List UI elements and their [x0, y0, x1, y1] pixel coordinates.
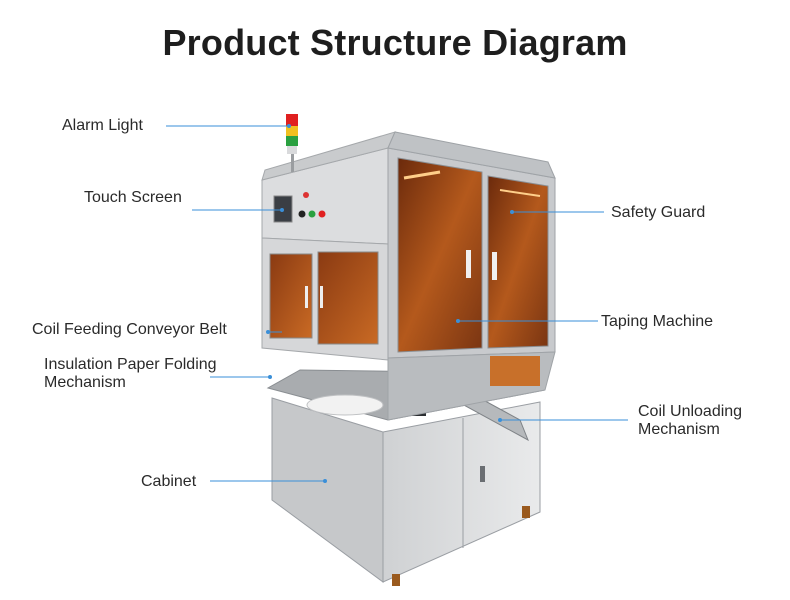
label-touch-screen: Touch Screen — [84, 189, 182, 206]
label-coil-unloading: Coil Unloading Mechanism — [638, 403, 742, 439]
label-insulation-line2: Mechanism — [44, 374, 126, 391]
label-coil-feeding: Coil Feeding Conveyor Belt — [32, 321, 227, 338]
label-safety-guard: Safety Guard — [611, 204, 706, 221]
label-coil-unloading-line2: Mechanism — [638, 421, 720, 438]
label-cabinet: Cabinet — [141, 473, 197, 490]
alarm-light — [286, 114, 298, 172]
label-coil-unloading-line1: Coil Unloading — [638, 403, 743, 420]
label-taping-machine: Taping Machine — [601, 313, 714, 330]
label-insulation-line1: Insulation Paper Folding — [44, 356, 217, 373]
leader-lines — [166, 125, 628, 482]
label-insulation-paper: Insulation Paper Folding Mechanism — [44, 356, 217, 392]
cabinet — [271, 397, 541, 586]
label-alarm-light: Alarm Light — [62, 117, 143, 134]
page-title: Product Structure Diagram — [162, 22, 628, 63]
